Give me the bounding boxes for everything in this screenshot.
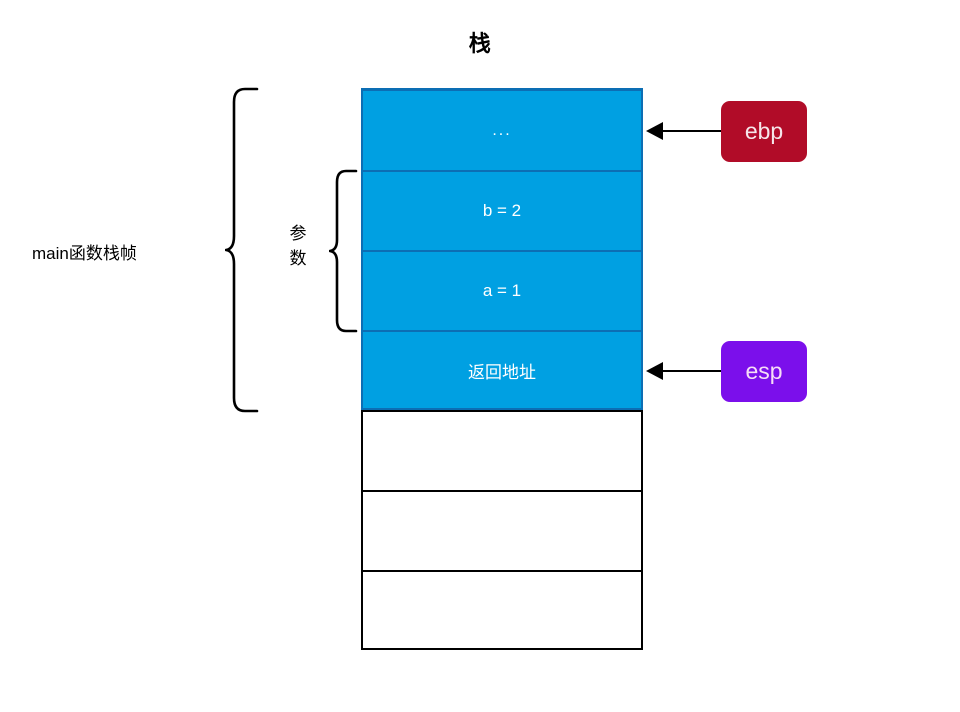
- ebp-arrow-line: [662, 130, 721, 132]
- params-brace: [329, 168, 359, 334]
- stack-cell-b: b = 2: [361, 170, 643, 250]
- register-badge-esp-label: esp: [745, 358, 783, 384]
- params-label-line1: 参: [289, 224, 307, 243]
- stack-cell-a-label: a = 1: [482, 281, 522, 300]
- stack-cell-return-address: 返回地址: [361, 330, 643, 410]
- stack-column: ... b = 2 a = 1 返回地址: [361, 88, 643, 650]
- stack-cell-b-label: b = 2: [482, 201, 522, 220]
- page-title: 栈: [468, 31, 492, 56]
- stack-cell-return-address-label: 返回地址: [468, 362, 536, 382]
- stack-cell-empty-1: [361, 410, 643, 490]
- frame-label: main函数栈帧: [32, 244, 137, 263]
- esp-arrow-line: [662, 370, 721, 372]
- esp-arrow-head: [646, 362, 663, 380]
- stack-cell-empty-3: [361, 570, 643, 650]
- stack-cell-ellipsis-label: ...: [492, 121, 512, 139]
- params-label: 参 数: [287, 222, 309, 271]
- ebp-arrow-head: [646, 122, 663, 140]
- stack-cell-ellipsis: ...: [361, 88, 643, 170]
- stack-cell-a: a = 1: [361, 250, 643, 330]
- params-label-line2: 数: [289, 248, 307, 268]
- frame-brace: [225, 86, 261, 414]
- stack-cell-empty-2: [361, 490, 643, 570]
- register-badge-esp[interactable]: esp: [721, 341, 807, 402]
- register-badge-ebp[interactable]: ebp: [721, 101, 807, 162]
- register-badge-ebp-label: ebp: [744, 118, 784, 144]
